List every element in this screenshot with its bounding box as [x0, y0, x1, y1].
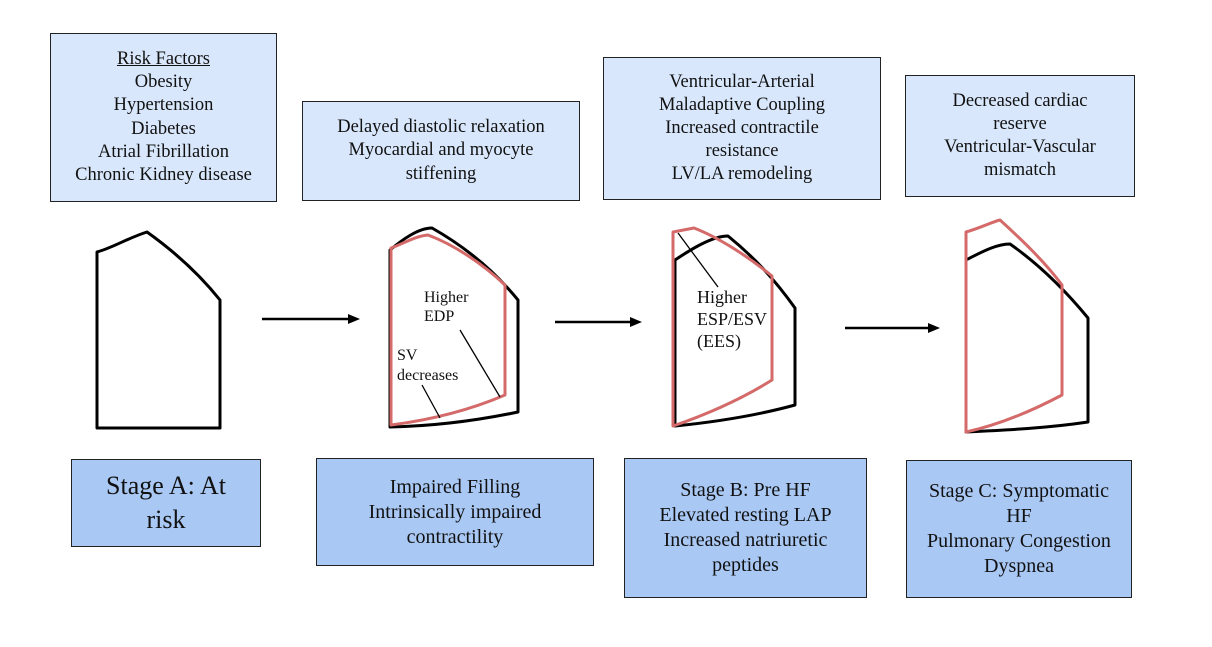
box-line: mismatch [984, 160, 1056, 181]
stage-line: Increased natriuretic [663, 529, 828, 551]
progression-arrow [845, 323, 940, 333]
box-line: Delayed diastolic relaxation [337, 117, 545, 138]
box-line: Maladaptive Coupling [659, 94, 825, 115]
box-line: Myocardial and myocyte [348, 140, 534, 161]
risk-factor-line: Atrial Fibrillation [97, 141, 230, 162]
altered-pv-loop [964, 218, 1064, 434]
higher-edp-label: Higher [424, 289, 469, 306]
stage-line: peptides [712, 554, 779, 576]
higher-esp-label: (EES) [697, 331, 741, 352]
higher-edp-label: EDP [424, 308, 454, 325]
stage-line: HF [1006, 505, 1032, 527]
progression-arrow [555, 317, 642, 327]
box-line: LV/LA remodeling [671, 164, 813, 185]
altered-pv-loop [671, 226, 774, 428]
risk-factor-line: Obesity [134, 72, 193, 93]
sv-pointer-line [421, 384, 441, 419]
stage-c-box: Stage C: Symptomatic HF Pulmonary Conges… [906, 460, 1132, 598]
higher-esp-label: ESP/ESV [697, 309, 767, 329]
baseline-pv-loop [964, 242, 1090, 434]
box-line: Decreased cardiac [952, 90, 1088, 111]
box-line: Ventricular-Arterial [669, 71, 815, 92]
stage-line: Pulmonary Congestion [927, 530, 1111, 552]
stage-line: contractility [406, 525, 504, 548]
sv-decreases-label: decreases [397, 367, 458, 384]
risk-factors-heading: Risk Factors [116, 49, 210, 70]
risk-factors-box: Risk Factors Obesity Hypertension Diabet… [50, 33, 277, 202]
stage-line: Elevated resting LAP [659, 504, 832, 526]
box-line: resistance [705, 141, 779, 162]
stage-line: Stage A: At [106, 471, 226, 501]
altered-pv-loop [389, 233, 507, 427]
progression-arrow [262, 314, 360, 324]
stage-line: Dyspnea [984, 555, 1054, 577]
stage-line: risk [146, 505, 186, 534]
stage-line: Intrinsically impaired [368, 500, 542, 523]
stage-line: Stage C: Symptomatic [929, 480, 1109, 502]
stage-a-box: Stage A: At risk [71, 459, 261, 547]
box-line: Increased contractile [665, 117, 819, 138]
risk-factor-line: Diabetes [131, 118, 196, 139]
risk-factor-line: Chronic Kidney disease [75, 164, 252, 185]
risk-factor-line: Hypertension [113, 95, 214, 116]
box-line: Ventricular-Vascular [944, 137, 1096, 157]
impaired-filling-box: Impaired Filling Intrinsically impaired … [316, 458, 594, 566]
cardiac-reserve-box: Decreased cardiac reserve Ventricular-Va… [905, 75, 1135, 197]
stage-b-box: Stage B: Pre HF Elevated resting LAP Inc… [624, 458, 867, 598]
esp-pointer-line [677, 232, 719, 288]
baseline-pv-loop [673, 234, 797, 428]
stage-line: Impaired Filling [389, 475, 521, 498]
stage-a-pv-loop [95, 230, 222, 430]
box-line: reserve [993, 113, 1047, 134]
coupling-box: Ventricular-Arterial Maladaptive Couplin… [603, 57, 881, 200]
edp-pointer-line [459, 329, 501, 398]
sv-decreases-label: SV [397, 347, 418, 364]
box-line: stiffening [405, 163, 477, 184]
higher-esp-label: Higher [697, 287, 747, 307]
stage-line: Stage B: Pre HF [680, 479, 811, 501]
diastolic-dysfunction-box: Delayed diastolic relaxation Myocardial … [302, 101, 580, 201]
